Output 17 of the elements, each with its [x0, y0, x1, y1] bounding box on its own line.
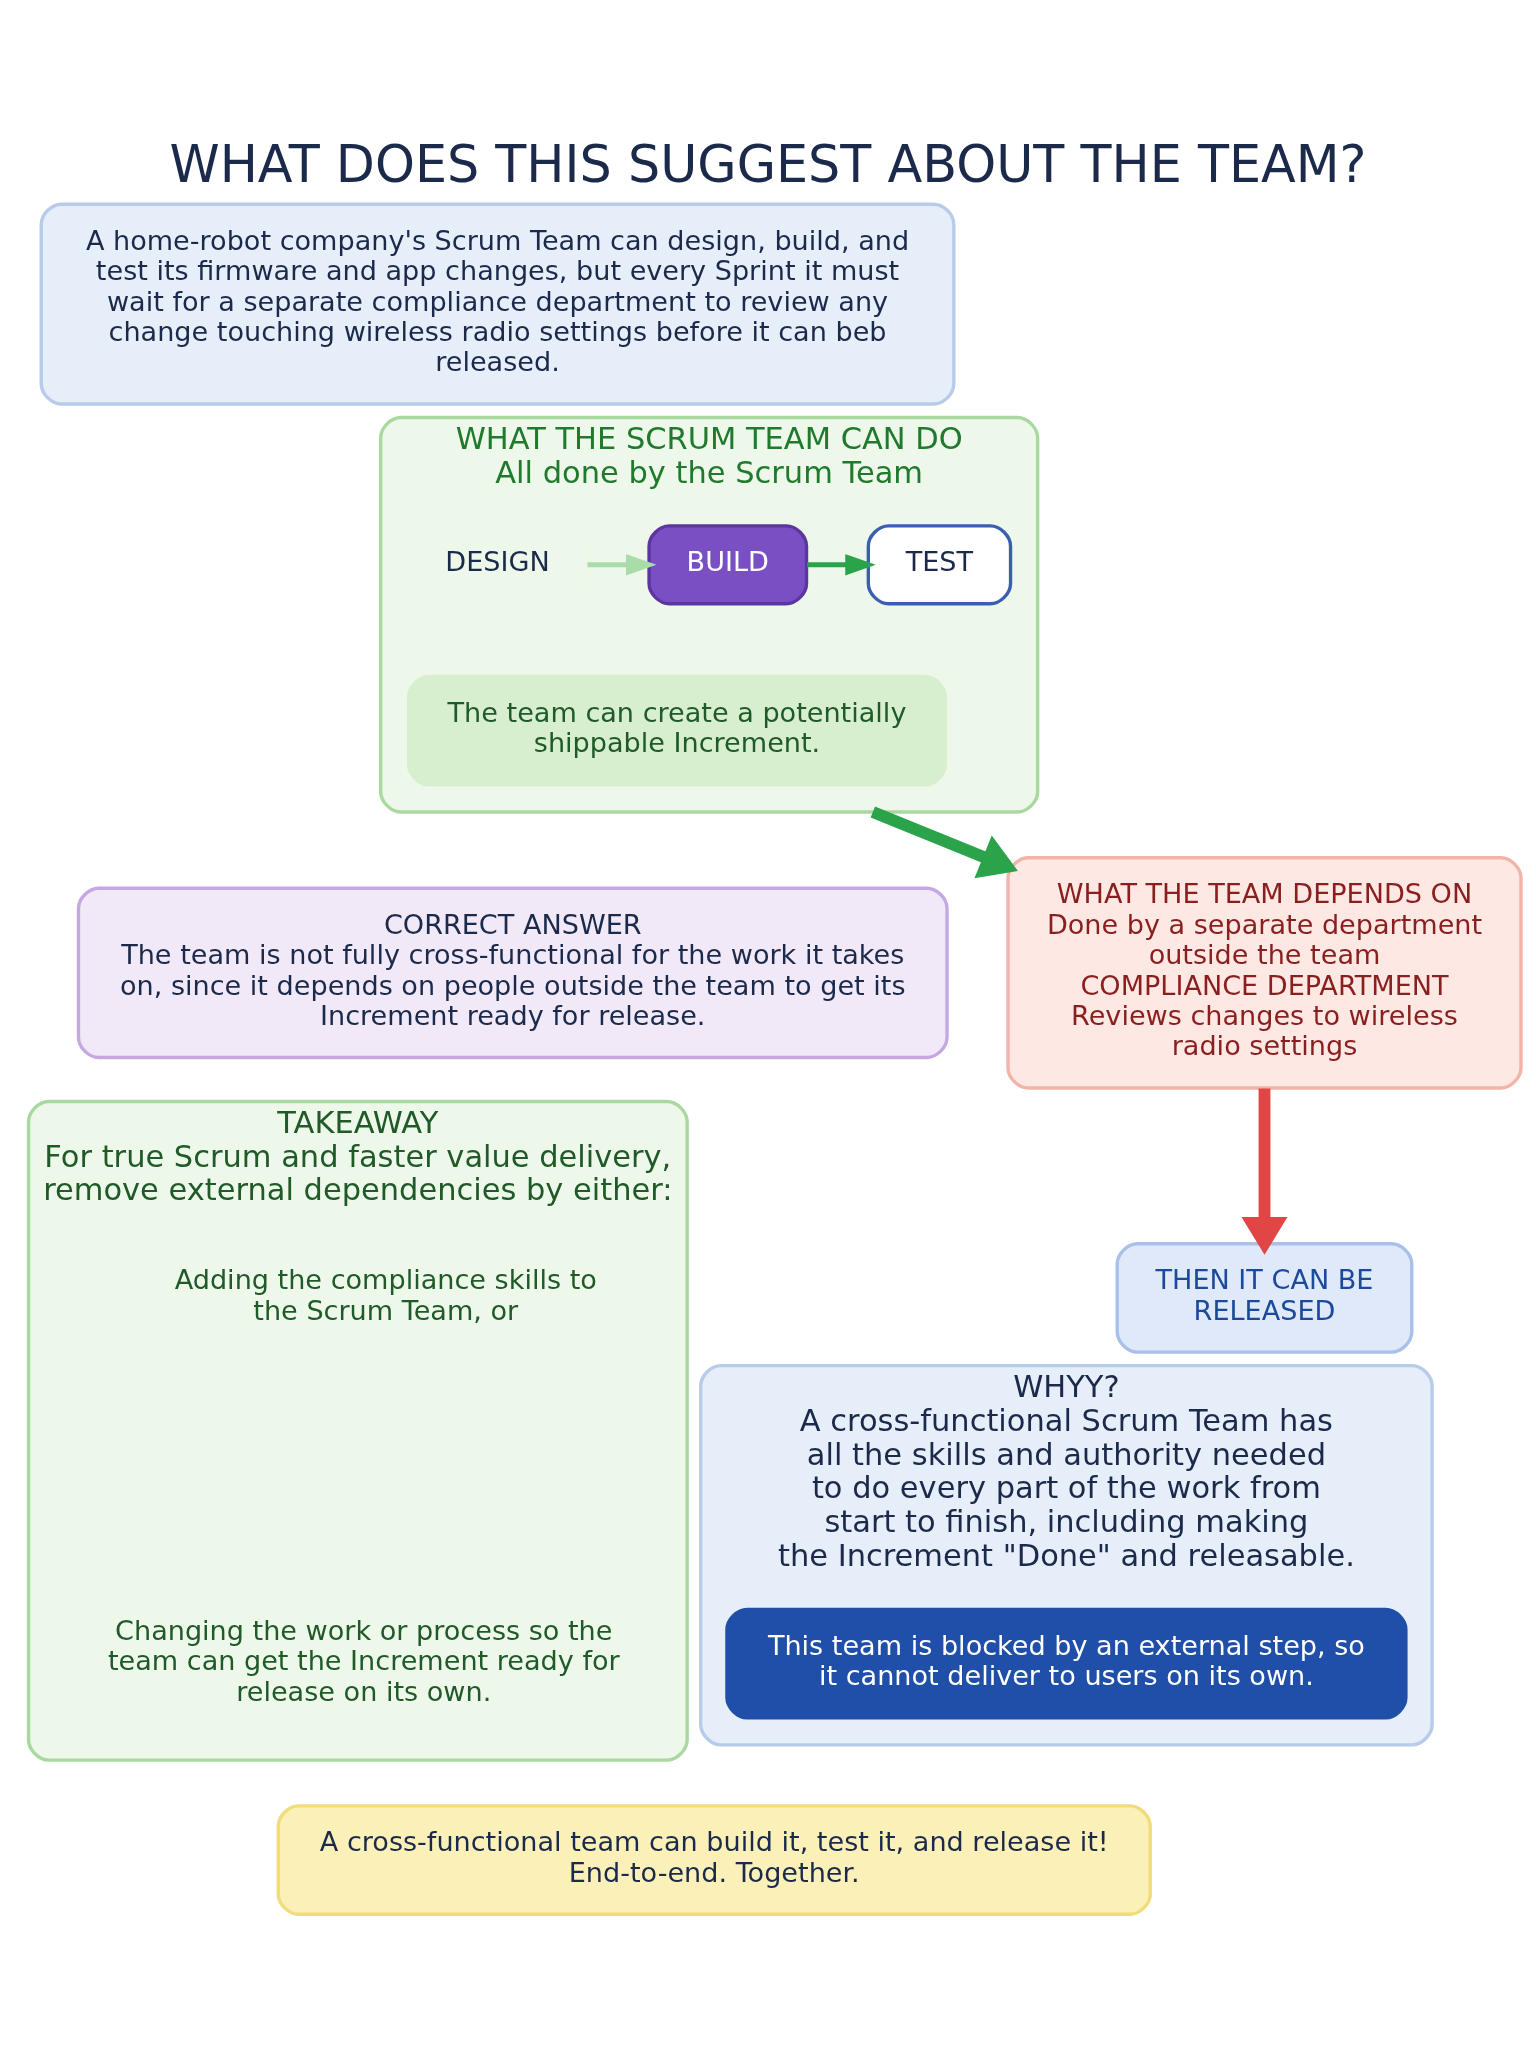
node-box: CORRECT ANSWER The team is not fully cross-functional for the work it takes on, since it depends on people outside the team to get its Increment ready for release.	[76, 886, 949, 1059]
node-box: A cross-functional team can build it, test it, and release it! End-to-end. Together.	[276, 1803, 1152, 1916]
node-box: THEN IT CAN BE RELEASED	[1115, 1241, 1414, 1354]
node-box: BUILD	[647, 523, 809, 605]
arrow	[807, 553, 876, 575]
node-text: Adding the compliance skills to the Scrum Team, or	[174, 1263, 597, 1326]
arrow	[870, 806, 1018, 878]
node-box: The team can create a potentially shippable Increment.	[406, 674, 948, 787]
diagram-title: WHAT DOES THIS SUGGEST ABOUT THE TEAM?	[169, 134, 1367, 194]
node-box: WHAT THE TEAM DEPENDS ON Done by a separate department outside the team COMPLIANCE DEPARTMENT Reviews changes to wireless radio settings	[1006, 855, 1523, 1090]
arrow	[1241, 1087, 1288, 1255]
node-box: TEST	[866, 523, 1013, 605]
node-box: This team is blocked by an external step, so it cannot deliver to users on its own.	[725, 1607, 1408, 1720]
arrow	[587, 553, 657, 575]
node-box: A home-robot company's Scrum Team can design, build, and test its firmware and app changes, but every Sprint it must wait for a separate compliance department to review any change touching wireless radio settings before it can beb released.	[39, 202, 956, 406]
node-text: DESIGN	[445, 545, 550, 577]
node-text: Changing the work or process so the team can get the Increment ready for release on its own.	[107, 1614, 620, 1707]
